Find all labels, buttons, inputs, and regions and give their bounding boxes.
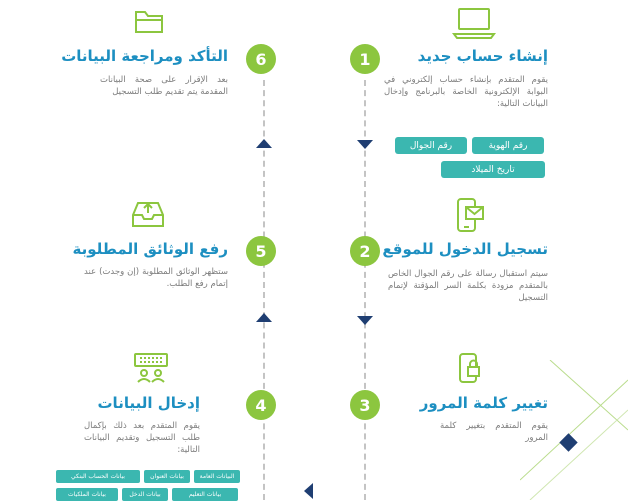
phone-lock-icon [456,352,482,384]
step-description: سيتم استقبال رسالة على رقم الجوال الخاص … [388,269,548,303]
step-description: يقوم المتقدم بإنشاء حساب إلكتروني في الب… [384,75,548,109]
tag-mobile-number: رقم الجوال [395,137,467,154]
arrow-down-2 [357,316,373,325]
timeline-right [364,80,366,500]
keyboard-icon [132,352,170,384]
tag-income-data: بيانات الدخل [122,488,168,501]
step-number-circle: 6 [246,44,276,74]
decorative-lines [520,360,628,500]
step-title: إنشاء حساب جديد [417,47,548,65]
tag-property-data: بيانات الملكيات [56,488,118,501]
folder-icon [134,6,164,34]
step-number-circle: 2 [350,236,380,266]
arrow-left-bottom [304,483,313,499]
tag-education-data: بيانات التعليم [172,488,238,501]
step-title: رفع الوثائق المطلوبة [72,240,228,258]
laptop-icon [452,6,496,40]
step-description: يقوم المتقدم بتغيير كلمة المرور [440,421,548,443]
step-description: ستظهر الوثائق المطلوبة (إن وجدت) عند إتم… [84,267,228,289]
phone-message-icon [452,197,486,233]
step-number-circle: 1 [350,44,380,74]
step-number-circle: 4 [246,390,276,420]
tag-address-data: بيانات العنوان [144,470,190,483]
arrow-up-2 [256,313,272,322]
tag-general-data: البيانات العامة [194,470,240,483]
step-number-circle: 3 [350,390,380,420]
step-title: التأكد ومراجعة البيانات [61,47,228,65]
timeline-left [263,80,265,500]
step-title: تسجيل الدخول للموقع [382,240,548,258]
tag-id-number: رقم الهوية [472,137,544,154]
upload-tray-icon [130,197,166,229]
tag-birth-date: تاريخ الميلاد [441,161,545,178]
arrow-down-1 [357,140,373,149]
arrow-up-1 [256,139,272,148]
step-title: إدخال البيانات [97,394,200,412]
tag-bank-data: بيانات الحساب البنكي [56,470,140,483]
step-title: تغيير كلمة المرور [419,394,548,412]
step-description: بعد الإقرار على صحة البيانات المقدمة يتم… [100,75,228,97]
step-number-circle: 5 [246,236,276,266]
step-description: يقوم المتقدم بعد ذلك بإكمال طلب التسجيل … [84,421,200,455]
